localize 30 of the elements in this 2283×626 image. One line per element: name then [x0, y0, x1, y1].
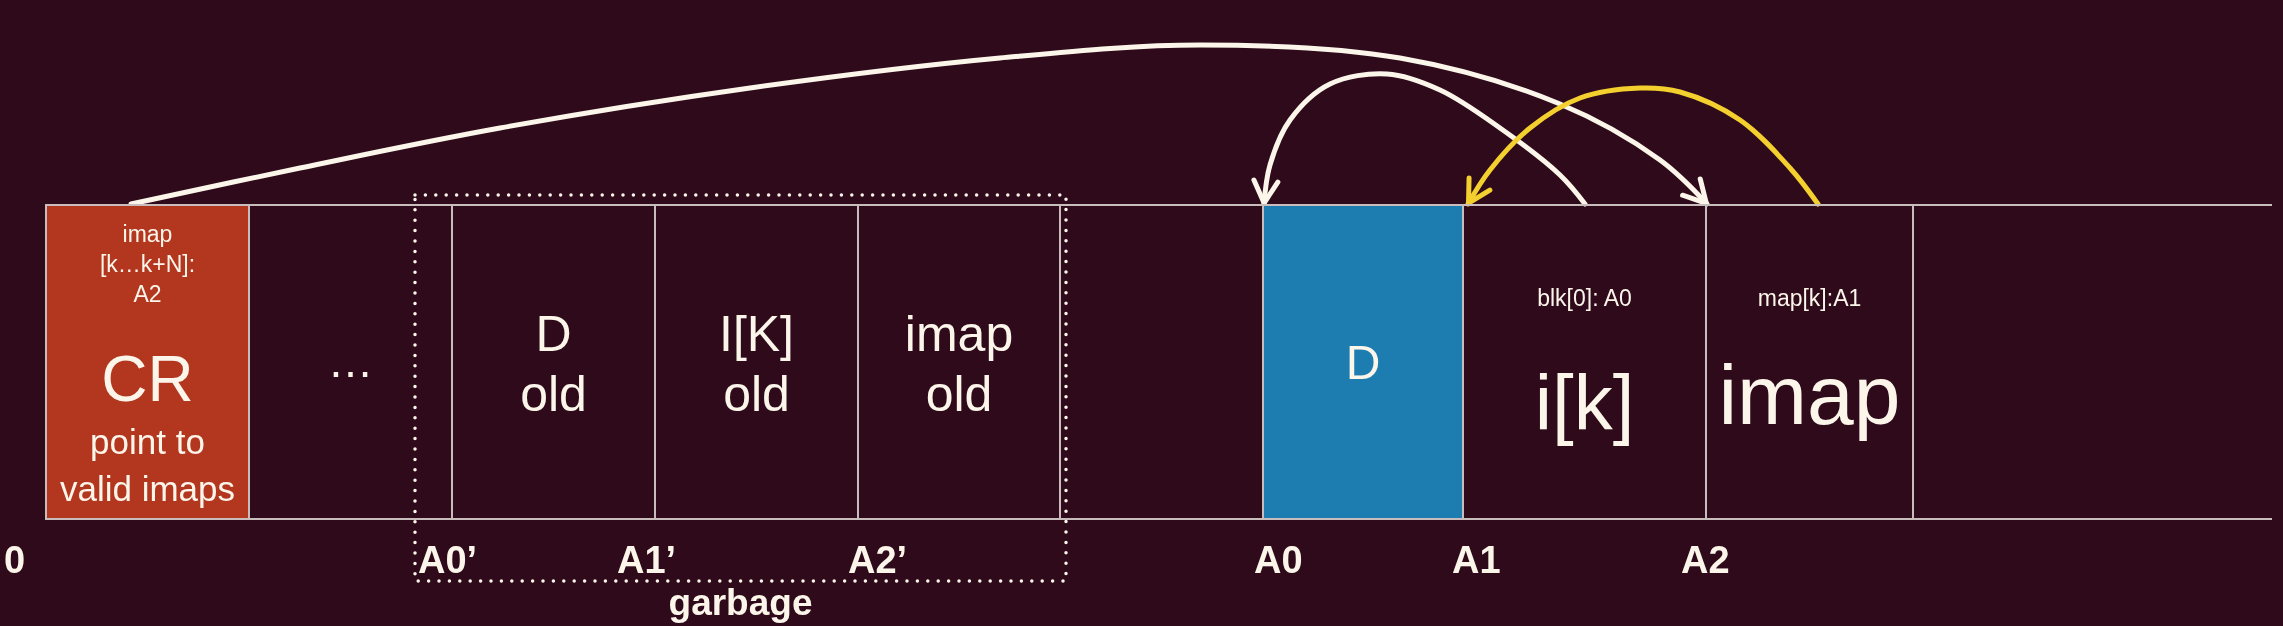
memory-block	[654, 204, 857, 520]
arrow	[1465, 85, 1821, 207]
memory-block	[1262, 204, 1462, 520]
memory-block	[1705, 204, 1912, 520]
address-label: A1	[1452, 541, 1501, 579]
arrow	[1251, 71, 1588, 207]
block-label: D	[1345, 335, 1381, 391]
block-label: I[K] old	[719, 305, 794, 424]
address-label: A1’	[617, 541, 677, 579]
address-label: 0	[4, 541, 26, 579]
memory-block	[1462, 204, 1705, 520]
address-note: blk[0]: A0	[1537, 284, 1632, 313]
address-note: imap [k…k+N]: A2	[99, 220, 196, 309]
memory-block	[1912, 204, 2272, 520]
memory-block	[451, 204, 654, 520]
memory-block	[45, 204, 248, 520]
block-title: CR	[101, 342, 194, 416]
block-caption: point to valid imaps	[58, 421, 237, 510]
region-label: garbage	[668, 584, 813, 621]
block-label: D old	[520, 305, 587, 424]
address-label: A2’	[848, 541, 908, 579]
arrow	[128, 42, 1710, 207]
address-label: A2	[1681, 541, 1730, 579]
address-label: A0’	[418, 541, 478, 579]
address-label: A0	[1254, 541, 1303, 579]
address-note: map[k]:A1	[1757, 284, 1862, 313]
block-label: imap old	[904, 305, 1014, 424]
ellipsis-label: …	[327, 334, 374, 389]
memory-block	[857, 204, 1059, 520]
memory-block	[248, 204, 451, 520]
